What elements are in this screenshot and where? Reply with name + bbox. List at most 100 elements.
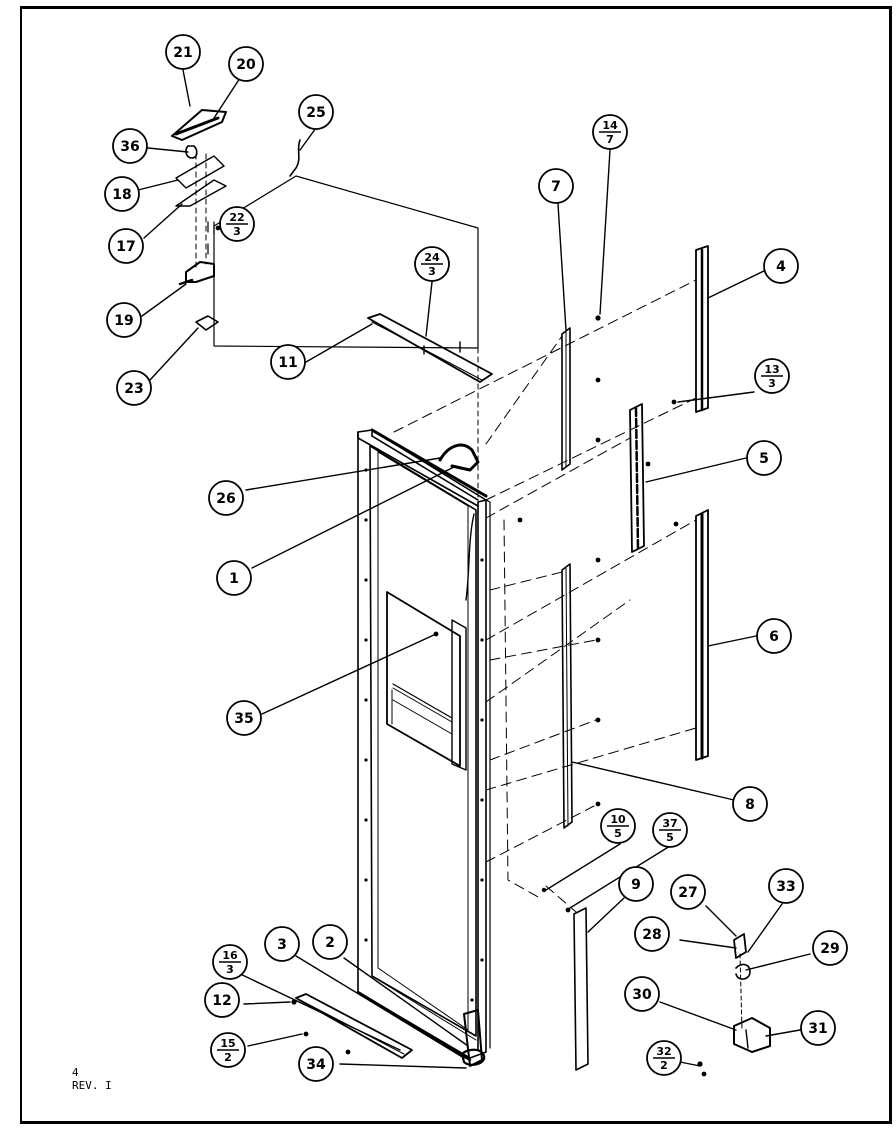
callout-circle [298, 94, 334, 130]
callout-circle [732, 786, 768, 822]
callout-quantity: 5 [666, 831, 674, 844]
callout-2: 2 [312, 924, 348, 960]
callout-circle [800, 1010, 836, 1046]
callout-number: 18 [112, 187, 131, 203]
callout-number: 4 [776, 259, 786, 275]
callout-37: 375 [652, 812, 688, 848]
screw-markers [215, 225, 707, 1077]
callout-circle [106, 302, 142, 338]
callout-number: 19 [114, 313, 133, 329]
strip-4-part [695, 245, 709, 413]
hinge-bracket-part [367, 313, 493, 383]
callout-number: 2 [325, 935, 335, 951]
callout-29: 29 [812, 930, 848, 966]
bottom-right-hinge-assembly [733, 933, 771, 1053]
callout-number: 23 [124, 381, 143, 397]
callout-number: 22 [229, 211, 244, 224]
revision-text: REV. I [72, 1079, 112, 1092]
trim-bar-7-part [561, 327, 571, 471]
callout-circle [624, 976, 660, 1012]
callout-quantity: 3 [428, 265, 436, 278]
callout-23: 23 [116, 370, 152, 406]
callout-number: 30 [632, 987, 652, 1003]
callout-number: 16 [222, 949, 238, 962]
callout-number: 5 [759, 451, 769, 467]
callout-quantity: 3 [768, 377, 776, 390]
callout-4: 4 [763, 248, 799, 284]
callout-number: 37 [662, 817, 677, 830]
callout-number: 9 [631, 877, 641, 893]
callout-number: 13 [764, 363, 779, 376]
callout-number: 17 [116, 239, 135, 255]
callout-circle [298, 1046, 334, 1082]
page-border [20, 6, 892, 1124]
strip-5-part [629, 403, 645, 553]
callout-number: 20 [236, 57, 256, 73]
callouts-layer: 2120253618172231923243111477413352616358… [104, 34, 848, 1082]
callout-number: 35 [234, 711, 253, 727]
callout-26: 26 [208, 480, 244, 516]
strip-6-part [695, 509, 709, 761]
callout-circle [756, 618, 792, 654]
callout-circle [228, 46, 264, 82]
callout-number: 7 [551, 179, 561, 195]
callout-number: 6 [769, 629, 779, 645]
callout-number: 26 [216, 491, 235, 507]
callout-8: 8 [732, 786, 768, 822]
callout-32: 322 [646, 1040, 682, 1076]
callout-leader-lines [137, 69, 811, 1069]
callout-14: 147 [592, 114, 628, 150]
revision-note: 4 REV. I [72, 1066, 112, 1092]
callout-3: 3 [264, 926, 300, 962]
callout-20: 20 [228, 46, 264, 82]
callout-circle [618, 866, 654, 902]
callout-17: 17 [108, 228, 144, 264]
callout-35: 35 [226, 700, 262, 736]
callout-7: 7 [538, 168, 574, 204]
callout-5: 5 [746, 440, 782, 476]
callout-number: 3 [277, 937, 287, 953]
callout-number: 8 [745, 797, 755, 813]
callout-number: 28 [642, 927, 661, 943]
callout-number: 36 [120, 139, 139, 155]
callout-number: 34 [306, 1057, 326, 1073]
callout-28: 28 [634, 916, 670, 952]
callout-36: 36 [112, 128, 148, 164]
callout-16: 163 [212, 944, 248, 980]
callout-number: 24 [424, 251, 440, 264]
callout-number: 11 [278, 355, 297, 371]
callout-circle [208, 480, 244, 516]
callout-number: 14 [602, 119, 618, 132]
callout-33: 33 [768, 868, 804, 904]
callout-number: 15 [220, 1037, 235, 1050]
callout-quantity: 5 [614, 827, 622, 840]
callout-circle [812, 930, 848, 966]
callout-18: 18 [104, 176, 140, 212]
assembly-dashed-lines [393, 279, 697, 913]
callout-circle [226, 700, 262, 736]
water-tube-part [438, 443, 480, 601]
callout-24: 243 [414, 246, 450, 282]
callout-number: 29 [820, 941, 839, 957]
callout-19: 19 [106, 302, 142, 338]
callout-number: 25 [306, 105, 325, 121]
callout-circle [264, 926, 300, 962]
callout-quantity: 2 [224, 1051, 232, 1064]
callout-30: 30 [624, 976, 660, 1012]
callout-circle [165, 34, 201, 70]
callout-number: 21 [173, 45, 192, 61]
callout-31: 31 [800, 1010, 836, 1046]
callout-circle [670, 874, 706, 910]
callout-quantity: 3 [226, 963, 234, 976]
callout-circle [108, 228, 144, 264]
callout-circle [634, 916, 670, 952]
callout-6: 6 [756, 618, 792, 654]
door-fastener-dots [364, 468, 484, 1002]
trim-bar-9-part [573, 907, 589, 1071]
callout-12: 12 [204, 982, 240, 1018]
callout-13: 133 [754, 358, 790, 394]
door-panel-part [356, 428, 491, 1062]
callout-22: 223 [219, 206, 255, 242]
